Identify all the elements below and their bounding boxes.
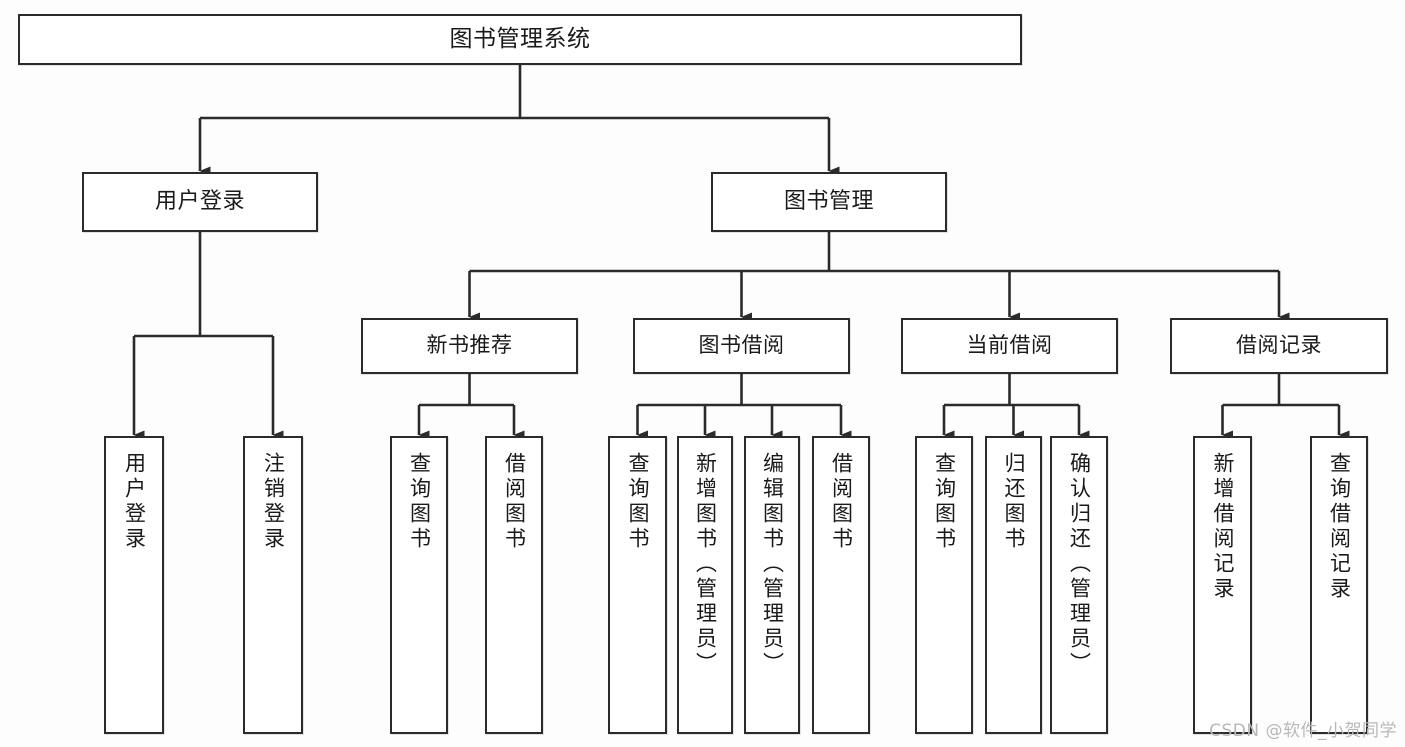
node-label: 当前借阅 <box>966 333 1053 358</box>
node-bookmgmt[interactable]: 图书管理 <box>711 172 947 232</box>
node-leaf-12[interactable]: 新增借阅记录 <box>1193 436 1252 734</box>
node-label: 图书借阅 <box>698 333 785 358</box>
node-records[interactable]: 借阅记录 <box>1170 318 1388 374</box>
node-label: 用户登录 <box>122 452 147 552</box>
node-label: 查询借阅记录 <box>1327 452 1352 602</box>
node-newbooks[interactable]: 新书推荐 <box>361 318 578 374</box>
node-leaf-13[interactable]: 查询借阅记录 <box>1310 436 1368 734</box>
node-label: 新增借阅记录 <box>1211 452 1235 602</box>
node-leaf-9[interactable]: 查询图书 <box>915 436 973 734</box>
node-leaf-7[interactable]: 编辑图书（管理员） <box>744 436 800 734</box>
node-label: 查询图书 <box>407 452 432 552</box>
node-current[interactable]: 当前借阅 <box>901 318 1118 374</box>
node-label: 借阅图书 <box>829 452 854 552</box>
node-borrow[interactable]: 图书借阅 <box>633 318 850 374</box>
node-label: 借阅图书 <box>502 452 527 552</box>
node-root[interactable]: 图书管理系统 <box>18 14 1022 65</box>
node-leaf-1[interactable]: 用户登录 <box>104 436 164 734</box>
node-leaf-3[interactable]: 查询图书 <box>390 436 448 734</box>
node-label: 查询图书 <box>626 452 650 552</box>
node-leaf-2[interactable]: 注销登录 <box>243 436 303 734</box>
node-label: 注销登录 <box>261 452 286 552</box>
node-login[interactable]: 用户登录 <box>82 172 318 232</box>
node-label: 新增图书（管理员） <box>693 452 718 677</box>
node-label: 借阅记录 <box>1236 333 1322 358</box>
node-label: 用户登录 <box>154 188 245 214</box>
node-label: 图书管理 <box>783 188 874 214</box>
node-label: 查询图书 <box>932 452 957 552</box>
node-label: 确认归还（管理员） <box>1067 452 1092 677</box>
node-leaf-10[interactable]: 归还图书 <box>985 436 1042 734</box>
node-leaf-8[interactable]: 借阅图书 <box>812 436 870 734</box>
node-leaf-11[interactable]: 确认归还（管理员） <box>1050 436 1108 734</box>
watermark-text: CSDN @软件_小贺同学 <box>1209 721 1397 741</box>
node-leaf-4[interactable]: 借阅图书 <box>485 436 543 734</box>
node-label: 图书管理系统 <box>449 25 591 52</box>
node-label: 归还图书 <box>1002 452 1026 552</box>
node-leaf-6[interactable]: 新增图书（管理员） <box>677 436 733 734</box>
node-label: 编辑图书（管理员） <box>760 452 785 677</box>
node-leaf-5[interactable]: 查询图书 <box>608 436 667 734</box>
node-label: 新书推荐 <box>426 333 513 358</box>
